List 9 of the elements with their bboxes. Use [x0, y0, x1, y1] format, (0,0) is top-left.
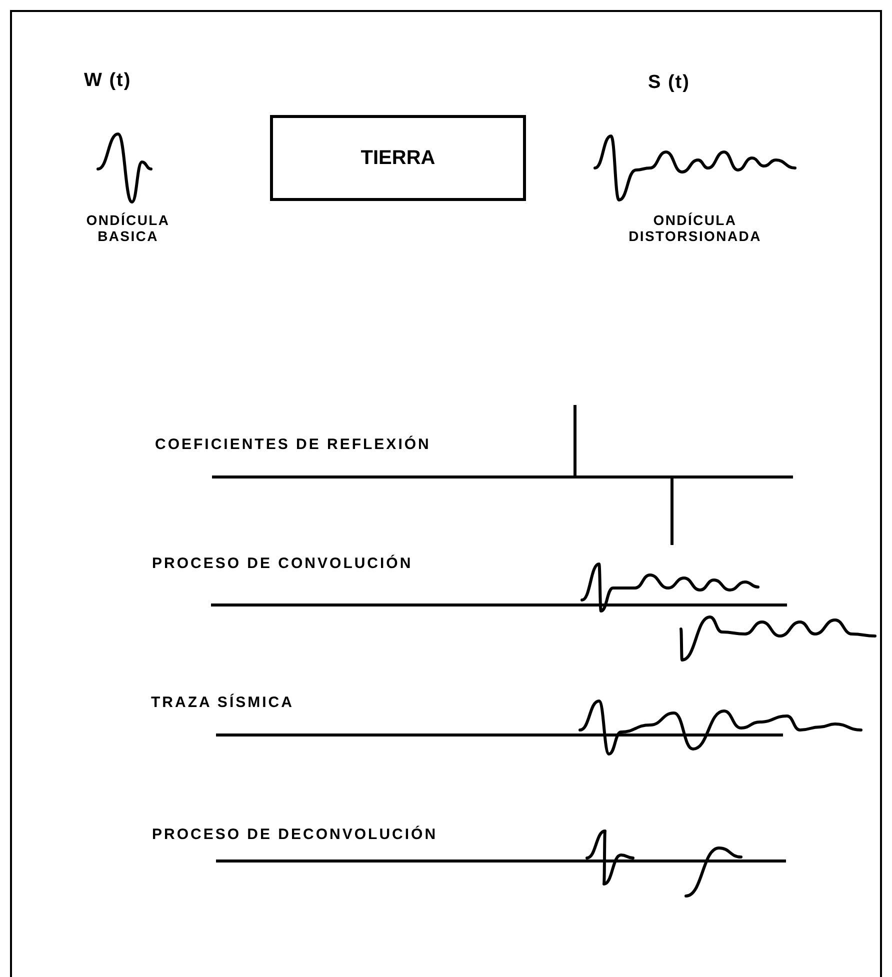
text-label: W (t) — [84, 70, 132, 92]
text-label: S (t) — [648, 72, 690, 94]
text-label: ONDÍCULA BASICA — [85, 212, 171, 244]
text-label: PROCESO DE DECONVOLUCIÓN — [152, 826, 438, 844]
text-label: PROCESO DE CONVOLUCIÓN — [152, 555, 413, 572]
process-box: TIERRA — [270, 115, 526, 201]
text-label: COEFICIENTES DE REFLEXIÓN — [155, 436, 431, 454]
text-label: ONDÍCULA DISTORSIONADA — [628, 212, 762, 244]
text-label: TRAZA SÍSMICA — [151, 694, 294, 712]
